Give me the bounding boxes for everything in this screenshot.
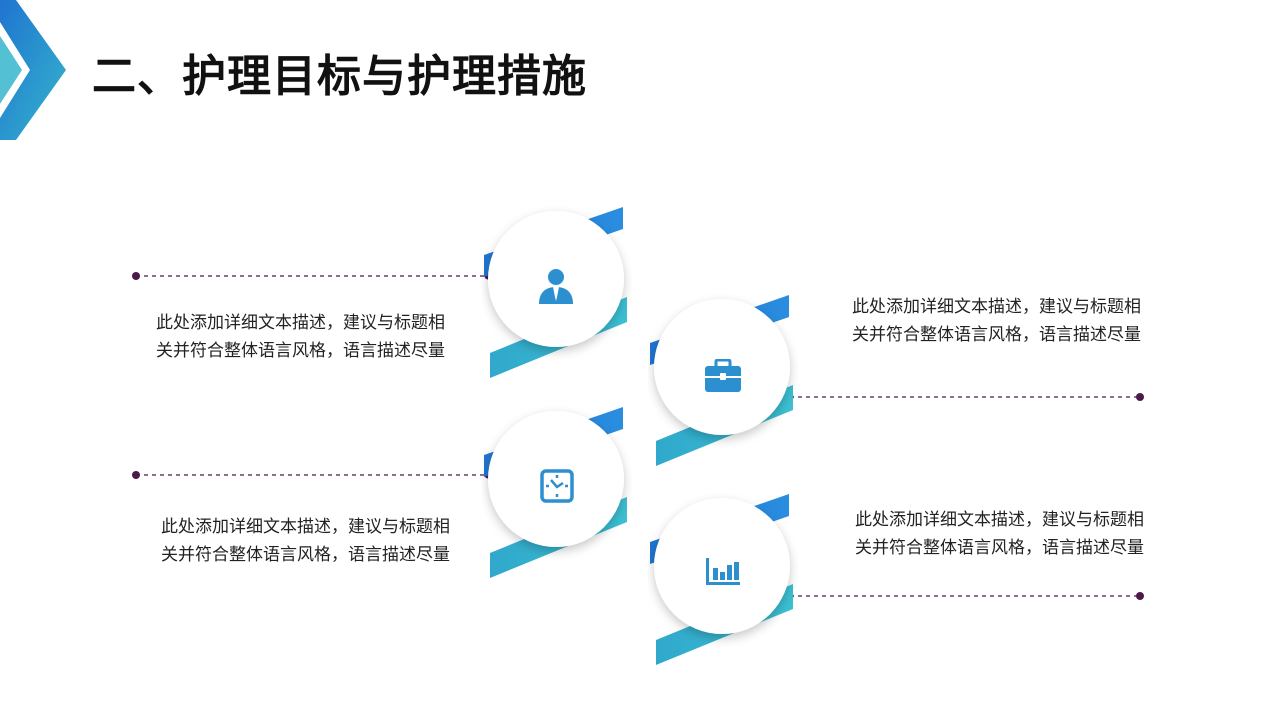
person-icon <box>539 269 573 304</box>
connector-dot <box>1136 393 1144 401</box>
corner-chevron-decoration <box>0 0 66 140</box>
step-3-description: 此处添加详细文本描述，建议与标题相关并符合整体语言风格，语言描述尽量 <box>161 517 450 565</box>
clock-icon <box>540 469 574 503</box>
page-title: 二、护理目标与护理措施 <box>92 51 587 102</box>
connector-dot <box>1136 592 1144 600</box>
bar-chart-icon <box>706 558 740 585</box>
step-node-2 <box>648 293 798 473</box>
briefcase-icon <box>705 359 741 392</box>
connector-dot <box>132 272 140 280</box>
step-2-description: 此处添加详细文本描述，建议与标题相关并符合整体语言风格，语言描述尽量 <box>852 297 1141 345</box>
step-4-description: 此处添加详细文本描述，建议与标题相关并符合整体语言风格，语言描述尽量 <box>855 510 1144 558</box>
step-node-3 <box>482 405 632 585</box>
step-node-1 <box>482 205 632 385</box>
step-1-description: 此处添加详细文本描述，建议与标题相关并符合整体语言风格，语言描述尽量 <box>156 313 445 361</box>
connector-dot <box>132 471 140 479</box>
step-node-4 <box>648 492 798 672</box>
